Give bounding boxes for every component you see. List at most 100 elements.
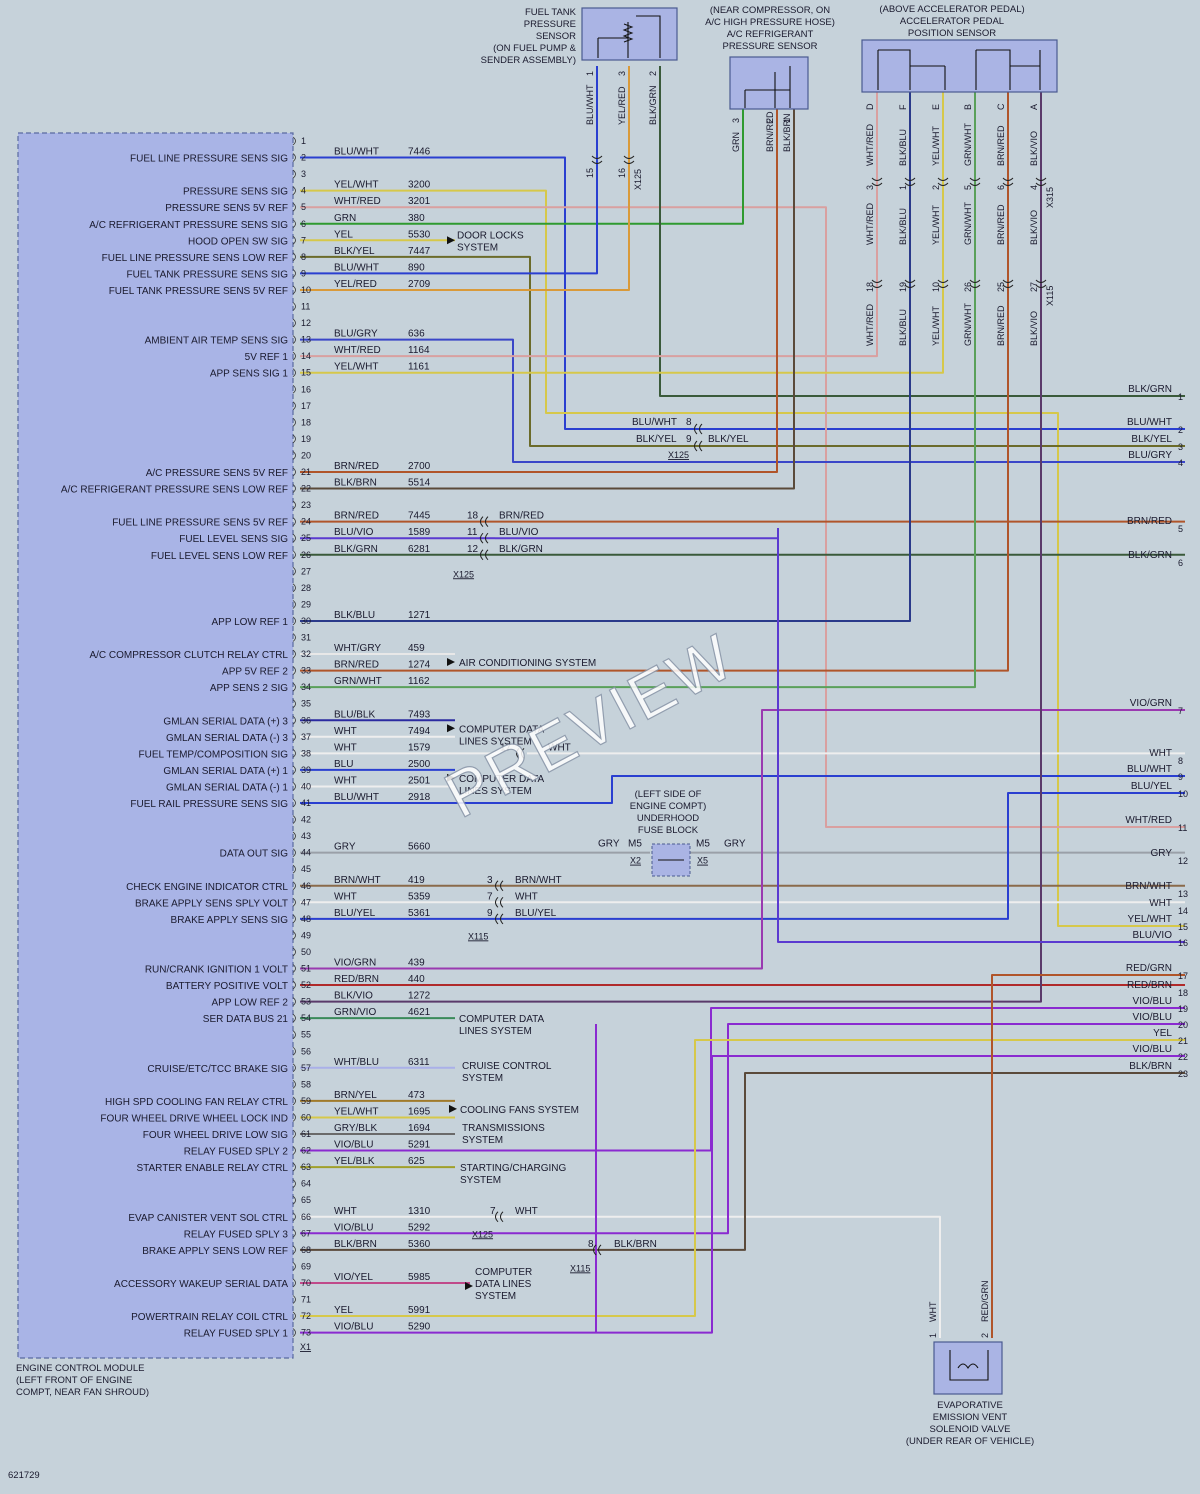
evap-label-3: SOLENOID VALVE [930, 1424, 1011, 1435]
connector-symbol [1035, 177, 1047, 186]
ecm-pin-number: 23 [301, 500, 311, 510]
connector-symbol [904, 177, 916, 186]
pin-terminal [292, 798, 296, 808]
ecm-pin-function: A/C REFRIGERANT PRESSURE SENS LOW REF [61, 485, 288, 496]
output-number: 10 [1178, 789, 1188, 799]
ecm-pin-number: 36 [301, 715, 311, 725]
app-wire-3: WHT/RED [865, 304, 875, 346]
label: WHT [515, 1206, 538, 1217]
wire-color-label: WHT/RED [334, 196, 381, 207]
ecm-title-3: COMPT, NEAR FAN SHROUD) [16, 1387, 149, 1398]
wire-color-label: YEL/RED [334, 279, 377, 290]
ecm-pin-number: 59 [301, 1096, 311, 1106]
output-number: 22 [1178, 1052, 1188, 1062]
label: BLK/YEL [708, 434, 749, 445]
circuit-number: 5991 [408, 1305, 431, 1316]
circuit-number: 6311 [408, 1057, 430, 1068]
fuel-tank-wire: BLU/WHT [585, 84, 595, 125]
circuit-number: 1579 [408, 742, 431, 753]
ecm-pin-function: A/C COMPRESSOR CLUTCH RELAY CTRL [89, 650, 288, 661]
label: SYSTEM [457, 242, 498, 253]
label: SYSTEM [462, 1073, 503, 1084]
label: BLK/BRN [614, 1239, 657, 1250]
wire-color-label: BLK/YEL [334, 246, 375, 257]
connector-symbol [969, 279, 981, 288]
ecm-pin-number: 63 [301, 1162, 311, 1172]
pin-terminal [292, 235, 296, 245]
ecm-pin-number: 43 [301, 831, 311, 841]
output-number: 17 [1178, 971, 1188, 981]
wire-pin-62 [300, 1007, 1185, 1152]
circuit-number: 2709 [408, 279, 431, 290]
output-wire-label: BLU/WHT [1127, 417, 1172, 428]
arrow-icon [465, 1281, 473, 1290]
diagram-id: 621729 [8, 1470, 40, 1481]
ecm-pin-number: 52 [301, 980, 311, 990]
pin-terminal [292, 864, 296, 874]
circuit-number: 2700 [408, 461, 431, 472]
output-number: 23 [1178, 1069, 1188, 1079]
pin-terminal [292, 1328, 296, 1337]
app-wire-2: YEL/WHT [931, 204, 941, 245]
label: CRUISE CONTROL [462, 1061, 552, 1072]
ecm-pin-function: APP LOW REF 2 [211, 998, 288, 1009]
output-wire-label: WHT/RED [1125, 815, 1172, 826]
ecm-pin-number: 14 [301, 351, 311, 361]
output-wire-label: VIO/GRN [1130, 698, 1172, 709]
ecm-pin-number: 44 [301, 848, 311, 858]
app-pin: D [865, 103, 875, 110]
app-pin: A [1029, 104, 1039, 110]
wire-color-label: BLK/GRN [334, 544, 378, 555]
pin-terminal [292, 749, 296, 758]
label: M5 [696, 839, 710, 850]
circuit-number: 459 [408, 643, 425, 654]
label: LINES SYSTEM [459, 1026, 532, 1037]
pin-terminal [292, 434, 296, 444]
ecm-pin-function: A/C PRESSURE SENS 5V REF [146, 468, 288, 479]
pin-terminal [292, 931, 296, 940]
pin-terminal [292, 335, 296, 344]
app-inline-pin: 1 [898, 185, 908, 190]
fuel-tank-label-4: (ON FUEL PUMP & [493, 43, 577, 54]
ecm-pin-number: 9 [301, 268, 306, 278]
pin-terminal [292, 897, 296, 907]
ecm-pin-function: RELAY FUSED SPLY 1 [184, 1329, 289, 1340]
circuit-number: 890 [408, 262, 425, 273]
evap-vent-solenoid-valve: EVAPORATIVE EMISSION VENT SOLENOID VALVE… [906, 1341, 1034, 1447]
wire-color-label: WHT/GRY [334, 643, 381, 654]
circuit-number: 440 [408, 974, 425, 985]
output-number: 19 [1178, 1004, 1188, 1014]
ac-pin: 3 [731, 118, 741, 123]
ecm-pin-number: 49 [301, 930, 311, 940]
ecm-pin-number: 61 [301, 1129, 311, 1139]
output-wire-label: BLK/GRN [1128, 550, 1172, 561]
pin-terminal [292, 318, 296, 328]
ecm-pin-number: 28 [301, 583, 311, 593]
ac-label-4: PRESSURE SENSOR [722, 41, 817, 52]
ecm-pin-number: 71 [301, 1295, 311, 1305]
circuit-number: 1271 [408, 610, 431, 621]
ecm-pin-number: 10 [301, 285, 311, 295]
ecm-pin-function: PRESSURE SENS SIG [183, 187, 288, 198]
ecm-pin-function: BRAKE APPLY SENS SIG [171, 915, 289, 926]
connector-symbol [495, 1211, 504, 1223]
pin-terminal [292, 732, 296, 742]
ecm-pin-number: 38 [301, 748, 311, 758]
app-label-3: POSITION SENSOR [908, 28, 996, 39]
pin-terminal [292, 517, 296, 526]
ecm-pin-number: 66 [301, 1212, 311, 1222]
wire-pin-2 [300, 156, 1185, 430]
fuel-tank-label-3: SENSOR [536, 31, 576, 42]
app-inline-pin: 19 [898, 282, 908, 292]
ecm-pin-number: 55 [301, 1030, 311, 1040]
ecm-pin-function: GMLAN SERIAL DATA (+) 1 [163, 766, 288, 777]
output-number: 18 [1178, 988, 1188, 998]
app-connector: X315 [1045, 187, 1055, 208]
ecm-pin-number: 25 [301, 533, 311, 543]
wire-color-label: WHT [334, 1206, 357, 1217]
ac-wire: BLK/BRN [782, 113, 792, 152]
circuit-number: 1162 [408, 676, 430, 687]
output-number: 14 [1178, 906, 1188, 916]
pin-terminal [292, 500, 296, 510]
ecm-pin-number: 35 [301, 699, 311, 709]
